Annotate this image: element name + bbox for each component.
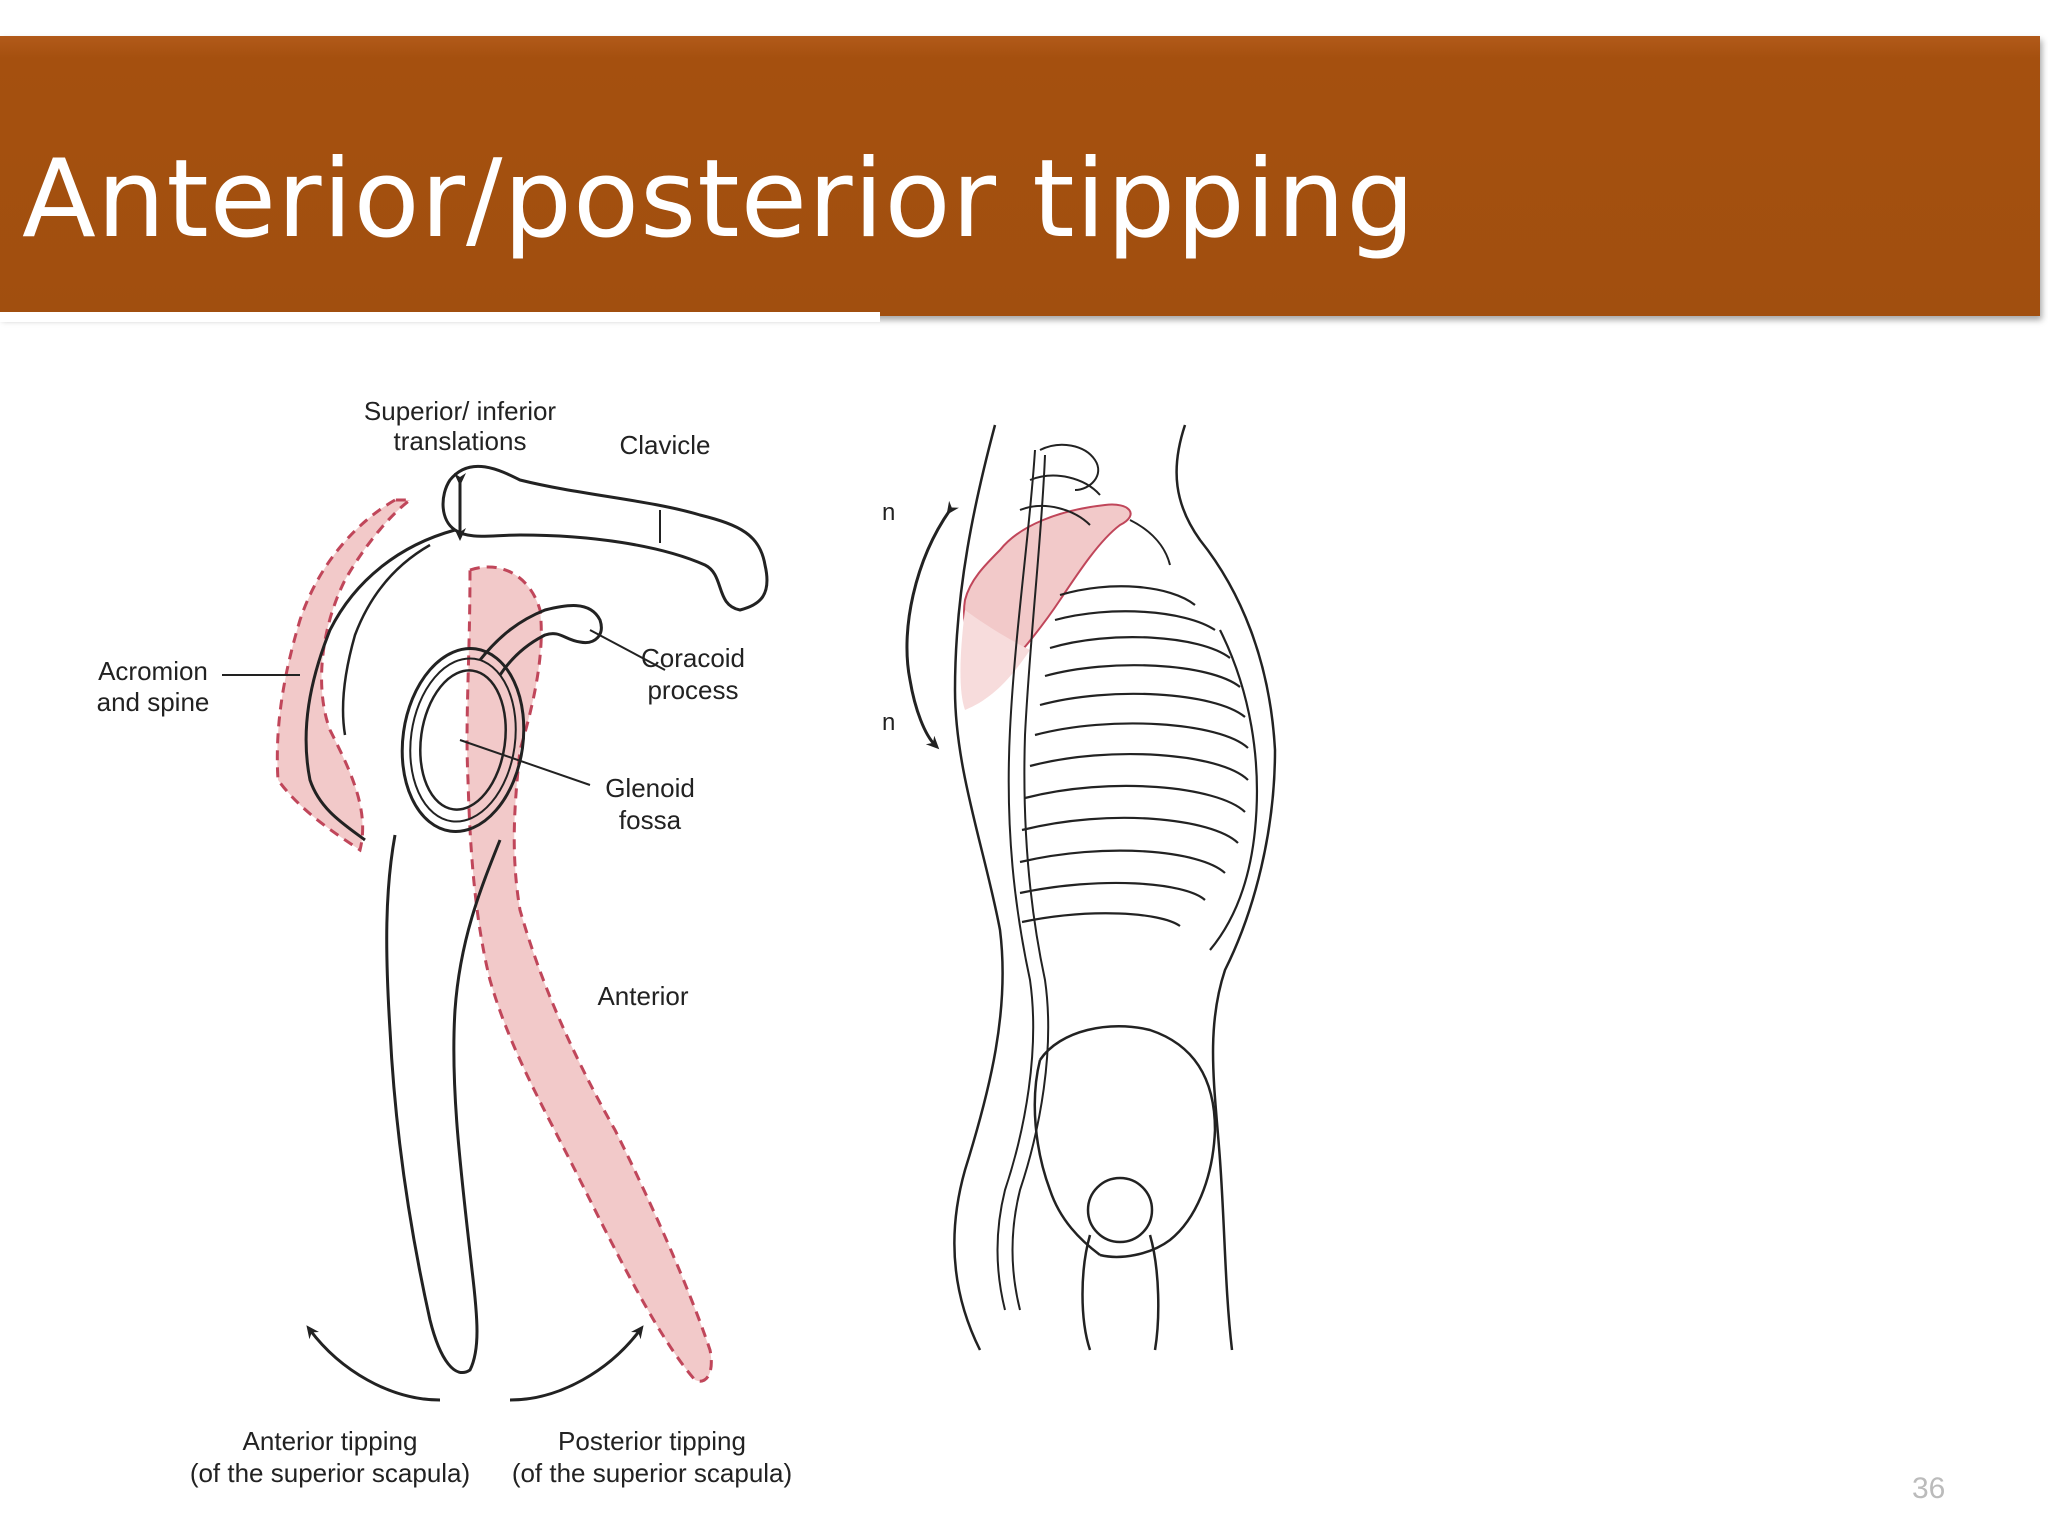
glenoid-outer [400, 647, 526, 833]
label-cropped-lower: n [882, 709, 895, 736]
label-cropped-upper: n [882, 499, 895, 526]
slide-number: 36 [1912, 1472, 1946, 1505]
spine [996, 449, 1050, 1311]
shaded-scapula-lower [960, 610, 1030, 710]
glenoid-inner [419, 669, 507, 811]
slide-title: Anterior/posterior tipping [22, 137, 1416, 262]
label-translations-line1: Superior/ inferior [364, 396, 557, 426]
front-contour [1175, 424, 1277, 1351]
scapula-tipping-diagram: Superior/ inferior translations Clavicle… [97, 396, 1277, 1488]
label-clavicle: Clavicle [619, 430, 710, 460]
acromion-inner-outline [341, 543, 431, 736]
scapula-body-outline [385, 834, 502, 1374]
label-coracoid-line1: Coracoid [641, 643, 745, 673]
back-contour [953, 424, 1004, 1351]
coracoid-pointer [589, 629, 666, 671]
title-bar-notch [0, 312, 880, 322]
scapula-lateral-view: Superior/ inferior translations Clavicle… [97, 396, 793, 1488]
torso-side-view: n n [882, 424, 1277, 1351]
label-acromion-line1: Acromion [98, 656, 208, 686]
shaded-acromion-region [275, 498, 415, 853]
clavicle-shape [441, 464, 769, 612]
rib-cage [1019, 585, 1259, 951]
label-posterior-tipping-line2: (of the superior scapula) [512, 1458, 792, 1488]
label-glenoid-line1: Glenoid [605, 773, 695, 803]
title-bar: Anterior/posterior tipping [0, 36, 2040, 316]
label-anterior: Anterior [597, 981, 688, 1011]
label-acromion-line2: and spine [97, 687, 210, 717]
coracoid-outline [478, 604, 603, 676]
shaded-scapula-torso [963, 503, 1132, 682]
elevation-depression-arrow [905, 500, 959, 750]
acromion-outline [304, 528, 456, 842]
cervical-clutter [1019, 443, 1171, 566]
glenoid-middle [409, 657, 517, 823]
posterior-tipping-arrow [509, 1325, 644, 1402]
pelvis [1033, 1025, 1217, 1351]
glenoid-pointer [459, 739, 591, 786]
label-coracoid-line2: process [647, 675, 738, 705]
label-posterior-tipping-line1: Posterior tipping [558, 1426, 746, 1456]
label-anterior-tipping-line1: Anterior tipping [243, 1426, 418, 1456]
label-translations-line2: translations [394, 426, 527, 456]
anterior-tipping-arrow [306, 1325, 441, 1402]
label-anterior-tipping-line2: (of the superior scapula) [190, 1458, 470, 1488]
label-glenoid-line2: fossa [619, 805, 682, 835]
